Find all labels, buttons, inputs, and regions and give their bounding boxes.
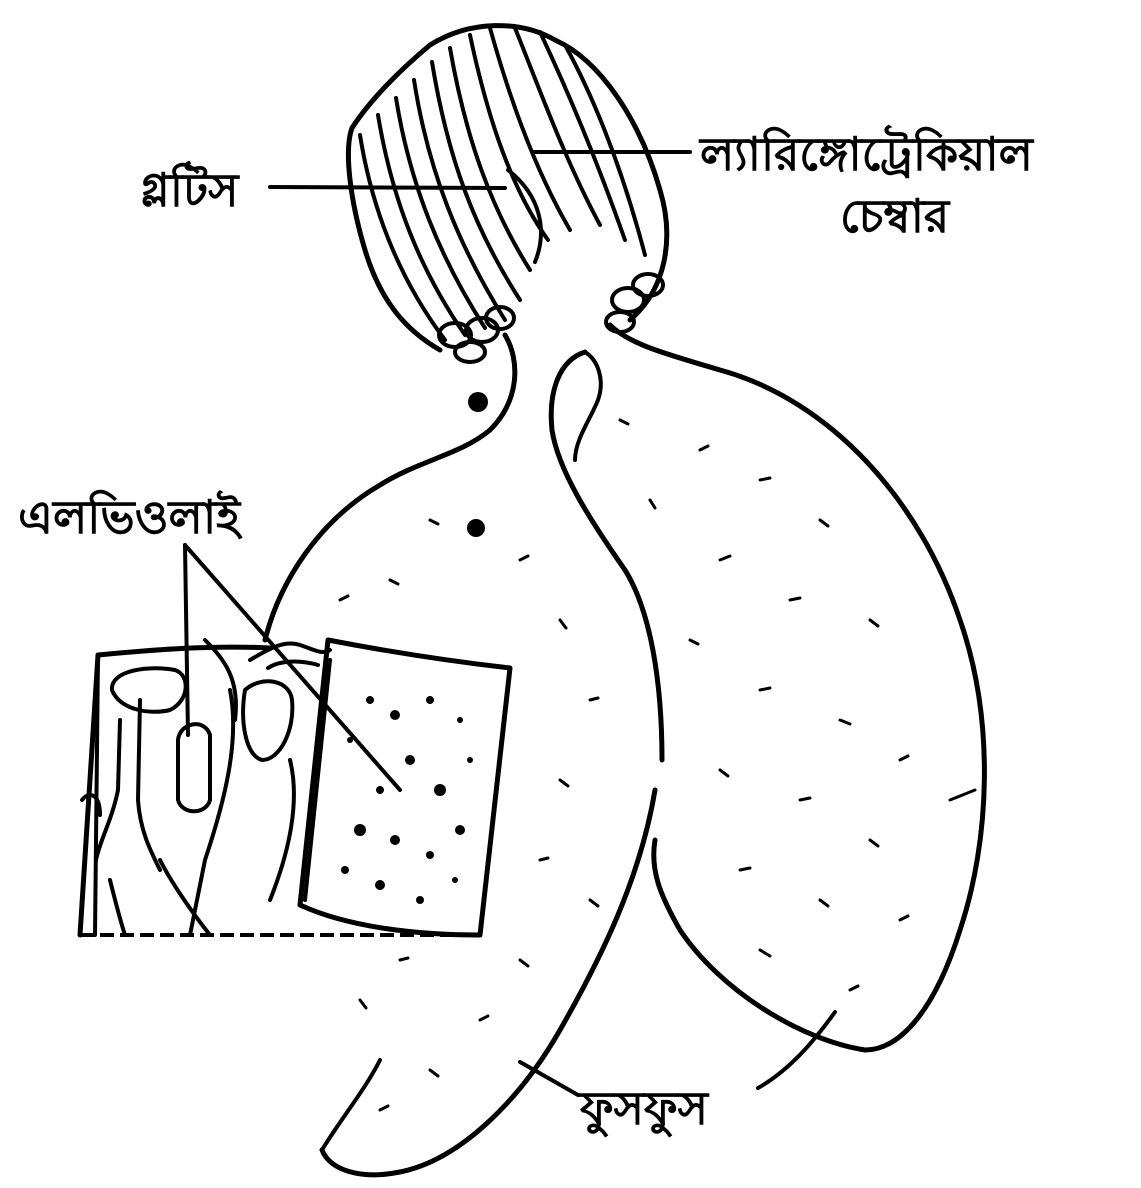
laryngotracheal-label-line1: ল্যারিঙ্গোট্রেকিয়াল [698, 125, 1035, 181]
lungs-label: ফুসফুস [578, 1081, 710, 1138]
glottis-label: গ্লটিস [140, 160, 240, 217]
alveoli-inset [80, 640, 510, 935]
diagram-labels: গ্লটিস ল্যারিঙ্গোট্রেকিয়াল চেম্বার এলভি… [18, 125, 1035, 1138]
leader-lines [185, 152, 835, 1095]
lungs-body [265, 325, 984, 1175]
laryngotracheal-label-line2: চেম্বার [840, 189, 951, 243]
larynx-cartilage [348, 26, 666, 362]
alveoli-label: এলভিওলাই [18, 489, 243, 544]
